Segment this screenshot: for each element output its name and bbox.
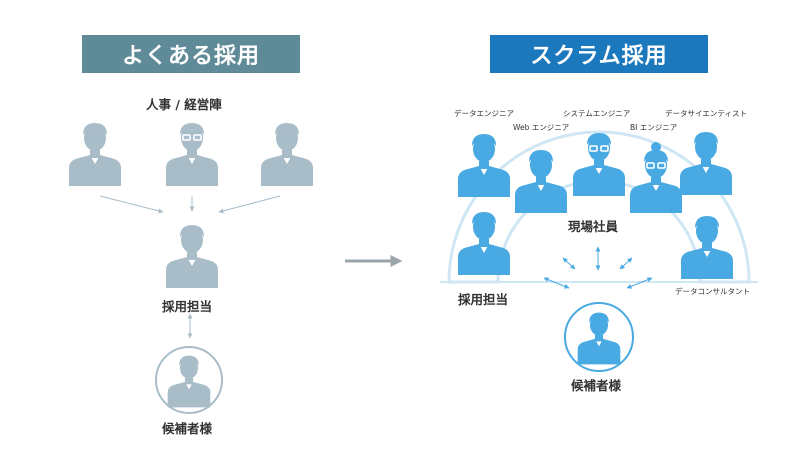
- arrow-exec3-to-recruiter: [218, 195, 281, 214]
- exec-person-1: [69, 123, 121, 186]
- recruiter-label: 採用担当: [162, 299, 213, 314]
- glasses-icon: [182, 134, 202, 141]
- candidate-label: 候補者様: [162, 421, 213, 436]
- data-scientist-label: データサイエンティスト: [665, 109, 747, 118]
- recruiter-person: [166, 225, 218, 288]
- data-engineer-label: データエンジニア: [454, 109, 514, 118]
- data-consultant-label: データコンサルタント: [675, 287, 750, 296]
- interaction-arrows: [543, 246, 653, 289]
- glasses-icon: [646, 162, 666, 169]
- candidate-label: 候補者様: [571, 378, 622, 393]
- exec-person-3: [261, 123, 313, 186]
- scrum-hiring-banner: スクラム採用: [490, 35, 708, 73]
- arrow-exec1-to-recruiter: [99, 195, 164, 214]
- recruiter-label: 採用担当: [458, 292, 509, 307]
- exec-person-2: [166, 123, 218, 186]
- field-staff-label: 現場社員: [568, 219, 619, 234]
- traditional-hiring-banner: よくある採用: [82, 35, 300, 73]
- system-engineer-label: システムエンジニア: [563, 109, 631, 118]
- glasses-icon: [589, 145, 609, 152]
- bi-engineer-label: BI エンジニア: [630, 123, 678, 132]
- exec-group-label: 人事 / 経営陣: [146, 97, 222, 112]
- web-engineer-label: Web エンジニア: [513, 123, 570, 132]
